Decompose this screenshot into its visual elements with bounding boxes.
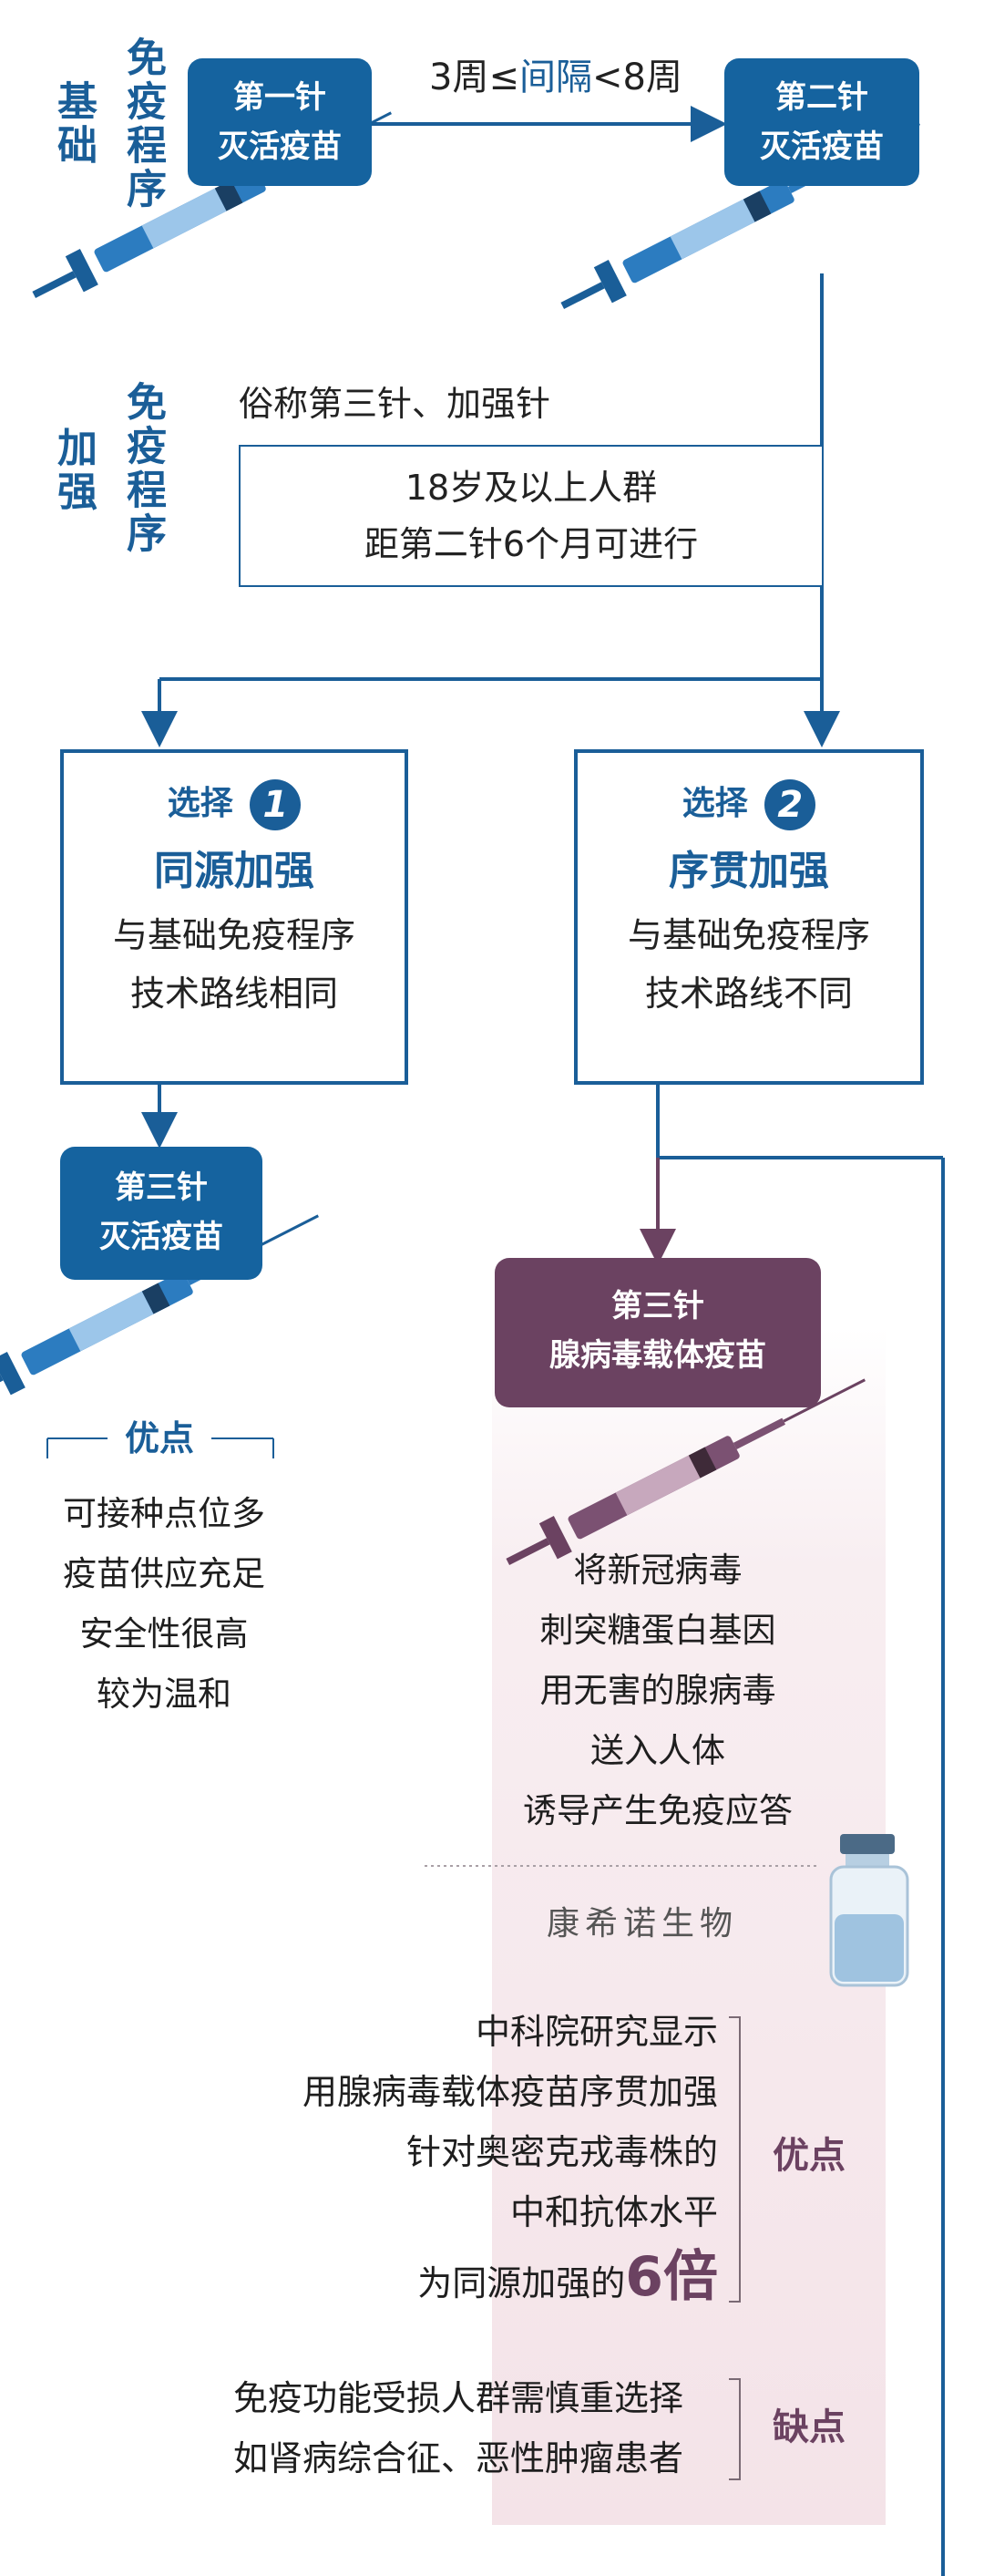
manufacturer-name: 康希诺生物 xyxy=(546,1905,738,1942)
disadvantages2-text: 免疫功能受损人群需慎重选择 如肾病综合征、恶性肿瘤患者 xyxy=(137,2368,683,2488)
advantages2-line-2: 用腺病毒载体疫苗序贯加强 xyxy=(302,2072,718,2112)
disadvantages2-heading: 缺点 xyxy=(773,2406,846,2448)
option1-choose-label: 选择 xyxy=(167,785,233,822)
advantages2-heading: 优点 xyxy=(773,2135,846,2177)
disadvantages2-line-1: 免疫功能受损人群需慎重选择 xyxy=(232,2378,683,2418)
booster-section-sublabel: 免疫程序 xyxy=(119,381,166,556)
syringe-icon xyxy=(506,1378,866,1566)
dose3-adenovirus-line1: 第三针 xyxy=(611,1288,704,1324)
dose3-adenovirus-line2: 腺病毒载体疫苗 xyxy=(549,1337,766,1374)
advantages1-item-3: 安全性很高 xyxy=(79,1614,249,1654)
mechanism-list: 将新冠病毒 刺突糖蛋白基因 用无害的腺病毒 送入人体 诱导产生免疫应答 xyxy=(456,1540,860,1841)
booster-criteria-2: 距第二针6个月可进行 xyxy=(364,524,699,564)
option2-desc-2: 技术路线不同 xyxy=(644,974,853,1014)
basic-section-sublabel: 免疫程序 xyxy=(119,36,166,211)
advantages2-line-4: 中和抗体水平 xyxy=(509,2192,718,2232)
dose3-inactivated-line1: 第三针 xyxy=(115,1170,208,1206)
option2-choose-label: 选择 xyxy=(682,785,748,822)
option1-desc-1: 与基础免疫程序 xyxy=(112,915,355,955)
dose3-inactivated-box: 第三针 灭活疫苗 xyxy=(60,1147,262,1280)
booster-section-label: 加强 xyxy=(50,427,97,514)
advantages2-line-1: 中科院研究显示 xyxy=(475,2012,718,2052)
option1-title: 同源加强 xyxy=(154,848,314,894)
option2-title: 序贯加强 xyxy=(669,848,829,894)
mechanism-line-4: 送入人体 xyxy=(590,1731,725,1770)
advantages1-item-2: 疫苗供应充足 xyxy=(63,1554,265,1593)
advantages1-item-1: 可接种点位多 xyxy=(63,1494,265,1533)
option1-desc-2: 技术路线相同 xyxy=(129,974,338,1014)
advantages2-line-3: 针对奥密克戎毒株的 xyxy=(405,2132,718,2172)
mechanism-line-1: 将新冠病毒 xyxy=(573,1551,743,1590)
booster-criteria-box: 18岁及以上人群 距第二针6个月可进行 xyxy=(239,445,822,587)
advantages2-line-5: 为同源加强的6倍 xyxy=(182,2242,718,2318)
advantages2-last-prefix: 为同源加强的 xyxy=(417,2263,626,2303)
interval-suffix: <8周 xyxy=(592,57,682,98)
dose1-line2: 灭活疫苗 xyxy=(218,129,342,165)
option2-box: 选择 2 序贯加强 与基础免疫程序 技术路线不同 xyxy=(574,749,924,1085)
adenovirus-panel-left xyxy=(456,1326,492,2525)
dose2-box: 第二针 灭活疫苗 xyxy=(724,58,919,186)
dose1-line1: 第一针 xyxy=(233,79,326,116)
mechanism-line-3: 用无害的腺病毒 xyxy=(539,1671,776,1710)
option2-desc-1: 与基础免疫程序 xyxy=(627,915,870,955)
booster-criteria-1: 18岁及以上人群 xyxy=(405,468,658,508)
option1-box: 选择 1 同源加强 与基础免疫程序 技术路线相同 xyxy=(60,749,408,1085)
option1-number-badge: 1 xyxy=(250,779,302,830)
advantages1-heading: 优点 xyxy=(124,1418,194,1458)
advantages2-text: 中科院研究显示 用腺病毒载体疫苗序贯加强 针对奥密克戎毒株的 中和抗体水平 为同… xyxy=(182,2002,718,2318)
mechanism-line-2: 刺突糖蛋白基因 xyxy=(539,1611,776,1650)
booster-aka: 俗称第三针、加强针 xyxy=(239,384,551,424)
dose2-line2: 灭活疫苗 xyxy=(760,129,884,165)
interval-prefix: 3周≤ xyxy=(429,57,519,98)
interval-label: 3周≤间隔<8周 xyxy=(401,55,711,100)
option2-number-badge: 2 xyxy=(764,779,816,830)
disadvantages2-line-2: 如肾病综合征、恶性肿瘤患者 xyxy=(232,2438,683,2478)
advantages1-item-4: 较为温和 xyxy=(97,1674,231,1714)
mechanism-line-5: 诱导产生免疫应答 xyxy=(523,1791,793,1830)
dose3-adenovirus-box: 第三针 腺病毒载体疫苗 xyxy=(495,1258,821,1407)
advantages1-list: 可接种点位多 疫苗供应充足 安全性很高 较为温和 xyxy=(18,1484,310,1725)
dose1-box: 第一针 灭活疫苗 xyxy=(188,58,372,186)
option2-choose: 选择 2 xyxy=(578,777,920,831)
interval-highlight: 间隔 xyxy=(519,57,592,98)
vial-icon xyxy=(829,1834,909,1987)
dose2-line1: 第二针 xyxy=(775,79,868,116)
dose3-inactivated-line2: 灭活疫苗 xyxy=(99,1219,223,1255)
six-times-highlight: 6倍 xyxy=(625,2245,718,2309)
option1-choose: 选择 1 xyxy=(64,777,405,831)
basic-section-label: 基础 xyxy=(50,80,97,168)
